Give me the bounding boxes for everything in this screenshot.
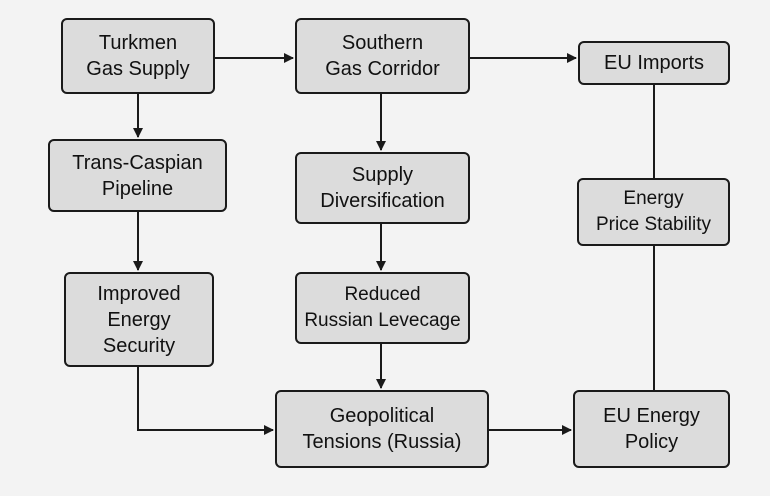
node-southern-gas-corridor: Southern Gas Corridor [295, 18, 470, 94]
node-geopolitical-tensions: Geopolitical Tensions (Russia) [275, 390, 489, 468]
node-energy-price-stability: Energy Price Stability [577, 178, 730, 246]
node-trans-caspian-pipeline: Trans-Caspian Pipeline [48, 139, 227, 212]
node-eu-energy-policy: EU Energy Policy [573, 390, 730, 468]
node-reduced-russian-leverage: Reduced Russian Levecage [295, 272, 470, 344]
node-eu-imports: EU Imports [578, 41, 730, 85]
edge-improved-to-geo [137, 367, 274, 435]
node-improved-energy-security: Improved Energy Security [64, 272, 214, 367]
node-supply-diversification: Supply Diversification [295, 152, 470, 224]
node-turkmen-gas-supply: Turkmen Gas Supply [61, 18, 215, 94]
